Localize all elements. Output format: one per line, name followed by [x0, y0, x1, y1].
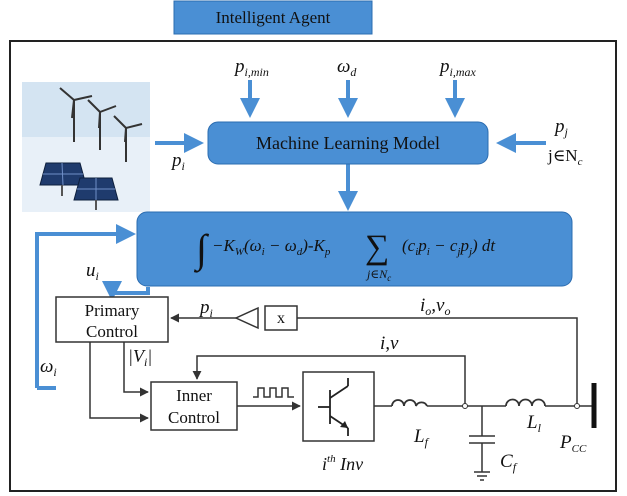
input-p-j: pj [553, 116, 569, 139]
input-omega-d: ωd [337, 56, 357, 79]
blue-feedback-loop [35, 224, 150, 390]
inner-control-line1: Inner [176, 386, 212, 405]
svg-text:x: x [277, 310, 285, 327]
signal-io-vo: io,vo [420, 295, 450, 318]
label-ll: Ll [526, 412, 542, 435]
signal-u-i: ui [86, 260, 99, 283]
input-arrows [155, 80, 546, 211]
inner-control-block: Inner Control [150, 381, 238, 431]
sum-index: j∈Nc [365, 267, 391, 283]
gain-triangle [234, 306, 259, 330]
multiplier-block: x [264, 305, 298, 331]
signal-p-i-feedback: pi [198, 297, 213, 320]
sum-sign: ∑ [365, 229, 389, 266]
input-j-set: j∈Nc [547, 146, 583, 168]
inner-control-line2: Control [168, 408, 220, 427]
junction-node [574, 403, 580, 409]
label-pcc: PCC [559, 432, 587, 455]
solar-panel-icon [39, 162, 119, 210]
ml-model-block: Machine Learning Model [207, 121, 489, 165]
label-lf: Lf [413, 426, 430, 449]
pwm-pulses-icon [253, 387, 294, 398]
inverter-label: ith Inv [322, 453, 363, 474]
primary-control-block: Primary Control [55, 296, 169, 343]
renewable-sources-image [22, 82, 150, 212]
signal-i-v: i,v [380, 333, 399, 354]
input-p-i: pi [170, 150, 185, 173]
equation-text: −KW(ωi − ωd)-Kp [212, 236, 331, 258]
label-cf: Cf [500, 451, 518, 474]
outer-frame [9, 40, 617, 492]
consensus-equation-block: ∫ −KW(ωi − ωd)-Kp ∑ j∈Nc (cipi − cjpj) d… [136, 211, 573, 287]
equation-tail: (cipi − cjpj) dt [402, 236, 496, 258]
primary-control-line1: Primary [85, 301, 140, 320]
input-p-min: pi,min [233, 56, 269, 79]
ml-model-label: Machine Learning Model [256, 133, 440, 153]
header-title: Intelligent Agent [216, 8, 331, 27]
input-p-max: pi,max [438, 56, 477, 79]
primary-control-line2: Control [86, 322, 138, 341]
signal-v-i-magnitude: |Vi| [128, 346, 152, 369]
inductor-lf-icon [391, 399, 428, 407]
inverter-block [302, 371, 375, 442]
signal-omega-i: ωi [40, 356, 57, 379]
wind-turbine-icon [59, 87, 143, 162]
integral-sign: ∫ [193, 226, 210, 273]
inductor-ll-icon [505, 398, 546, 407]
signal-wires [89, 313, 592, 481]
junction-node [462, 403, 468, 409]
intelligent-agent-header: Intelligent Agent [173, 0, 373, 35]
